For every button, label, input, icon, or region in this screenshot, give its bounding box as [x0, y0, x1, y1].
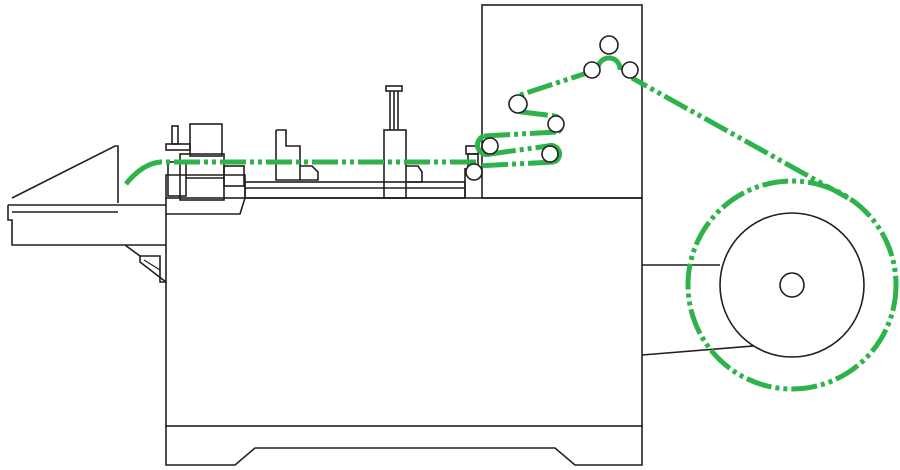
roller-dancer-1 — [508, 94, 528, 114]
supply-reel — [719, 212, 865, 358]
roller-dancer-3 — [481, 137, 499, 155]
machine-body — [165, 197, 643, 466]
roller-dancer-4 — [541, 145, 559, 163]
rollers — [465, 35, 639, 181]
unwind-arms — [641, 264, 766, 356]
web-path — [124, 55, 899, 392]
roller-dancer-2 — [547, 115, 565, 133]
infeed-chute — [7, 145, 167, 283]
tower-housing — [481, 4, 643, 199]
sensor-block — [275, 129, 319, 181]
roller-top-left — [583, 61, 601, 79]
roller-top — [599, 35, 619, 55]
roller-top-right — [621, 61, 639, 79]
roller-guide — [465, 163, 483, 181]
work-table — [165, 168, 466, 215]
cutter-post — [383, 85, 423, 199]
